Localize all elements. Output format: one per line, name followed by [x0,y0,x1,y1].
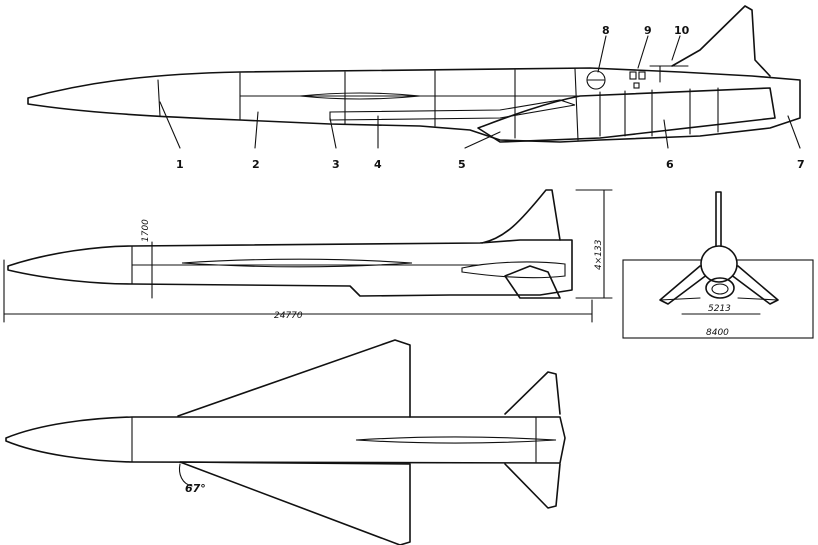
dim-tailspan: 5213 [708,304,731,314]
cutaway-side-view: 1 2 3 4 5 6 7 8 9 10 [27,5,805,171]
plan-view: 67° [5,339,566,545]
dim-fuselage-diameter: 1700 [141,219,151,242]
dim-wingspan: 8400 [706,328,729,338]
callout-3: 3 [332,158,340,171]
callout-6: 6 [666,158,674,171]
callout-7: 7 [797,158,805,171]
callout-5: 5 [458,158,466,171]
dim-height: 4×133 [594,239,604,270]
front-view: 5213 8400 [622,191,814,339]
dim-length: 24770 [274,311,303,321]
callout-9: 9 [644,24,652,37]
callout-1: 1 [176,158,184,171]
dim-sweep-angle: 67° [185,482,206,495]
callout-2: 2 [252,158,260,171]
side-elevation: 24770 1700 4×133 [3,189,613,323]
callout-10: 10 [674,24,690,37]
callout-4: 4 [374,158,382,171]
callout-8: 8 [602,24,610,37]
